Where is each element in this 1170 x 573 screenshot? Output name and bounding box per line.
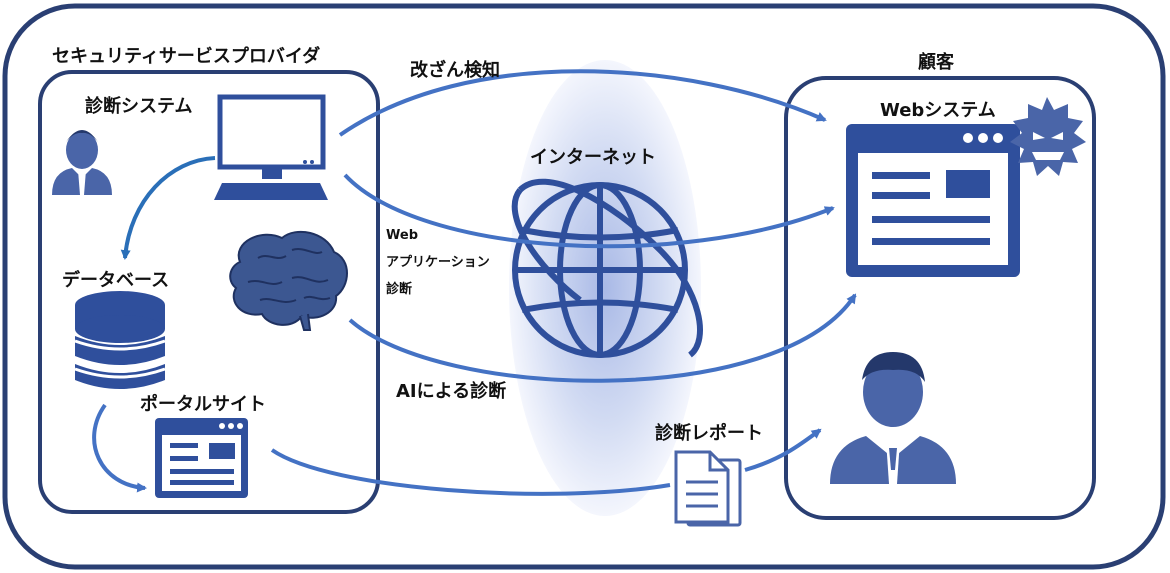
report-label: 診断レポート bbox=[655, 423, 763, 444]
arrow-tamper-detection bbox=[338, 69, 827, 137]
provider-box bbox=[38, 70, 380, 514]
arrow-portal-to-report bbox=[270, 448, 671, 496]
arrow-ai-diagnosis bbox=[348, 293, 857, 383]
brain-icon bbox=[229, 230, 348, 331]
customer-avatar-icon bbox=[830, 352, 956, 484]
arrow-report-to-customer bbox=[744, 428, 822, 472]
webapp-diagnosis-line1: Web bbox=[386, 228, 418, 243]
arrow-webapp-diagnosis bbox=[343, 173, 835, 249]
webapp-diagnosis-label: Web アプリケーション 診断 bbox=[386, 222, 490, 303]
ai-diagnosis-label: AIによる診断 bbox=[396, 381, 507, 402]
customer-title: 顧客 bbox=[918, 52, 954, 73]
web-system-label: Webシステム bbox=[880, 100, 996, 121]
virus-icon bbox=[1010, 97, 1086, 176]
computer-icon bbox=[214, 94, 328, 200]
tamper-detection-label: 改ざん検知 bbox=[410, 60, 500, 81]
webapp-diagnosis-line3: 診断 bbox=[386, 282, 413, 297]
webapp-diagnosis-line2: アプリケーション bbox=[386, 255, 490, 270]
provider-title: セキュリティサービスプロバイダ bbox=[52, 46, 321, 67]
arrow-database-to-portal bbox=[92, 403, 147, 493]
portal-browser-icon bbox=[155, 418, 248, 498]
internet-cloud bbox=[509, 60, 701, 516]
customer-box bbox=[784, 76, 1096, 520]
web-system-browser-icon bbox=[846, 124, 1020, 277]
database-label: データベース bbox=[62, 270, 170, 291]
globe-icon bbox=[511, 178, 703, 358]
arrow-system-to-database bbox=[120, 156, 216, 260]
portal-site-label: ポータルサイト bbox=[140, 394, 266, 415]
report-document-icon bbox=[674, 450, 742, 527]
database-icon bbox=[74, 291, 166, 389]
operator-avatar-icon bbox=[52, 130, 112, 195]
internet-label: インターネット bbox=[530, 147, 656, 168]
diagnosis-system-label: 診断システム bbox=[85, 96, 193, 117]
outer-frame bbox=[2, 3, 1166, 570]
